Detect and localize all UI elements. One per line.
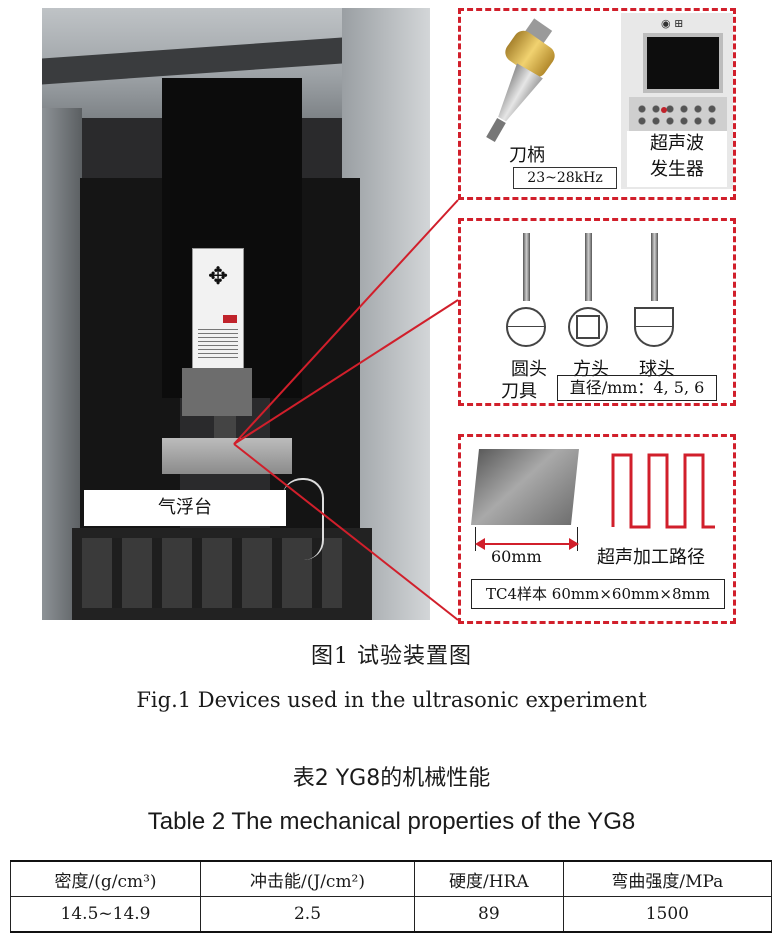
- table-caption-en: Table 2 The mechanical properties of the…: [147, 808, 636, 835]
- figure-caption-cn: 图1 试验装置图: [311, 644, 472, 669]
- ultrasonic-generator-image: ◉ ⊞ 超声波 发生器: [621, 13, 733, 189]
- properties-table: 密度/(g/cm³) 冲击能/(J/cm²) 硬度/HRA 弯曲强度/MPa 1…: [9, 860, 773, 933]
- tool-name: 球头: [639, 359, 675, 380]
- move-arrows-icon: ✥: [207, 262, 229, 290]
- cell-density: 14.5~14.9: [9, 896, 202, 933]
- tools-inset: 圆头 方头 球头 刀具 直径/mm：4, 5, 6: [458, 218, 736, 406]
- tc4-sample-image: [471, 449, 579, 525]
- table-caption-cn: 表2 YG8的机械性能: [292, 766, 491, 791]
- warning-plate: ✥: [192, 248, 244, 370]
- generator-label-line2: 发生器: [650, 159, 704, 180]
- machine-photo: ✥: [42, 8, 430, 620]
- header-density: 密度/(g/cm³): [9, 860, 202, 897]
- sample-inset: 60mm 超声加工路径 TC4样本 60mm×60mm×8mm: [458, 434, 736, 624]
- table-header-row: 密度/(g/cm³) 冲击能/(J/cm²) 硬度/HRA 弯曲强度/MPa: [9, 860, 773, 897]
- cell-hardness: 89: [413, 896, 564, 933]
- tool-label: 刀具: [501, 381, 537, 402]
- tool-name: 方头: [573, 359, 609, 380]
- header-hardness: 硬度/HRA: [413, 860, 564, 897]
- figure-caption-en: Fig.1 Devices used in the ultrasonic exp…: [136, 688, 647, 712]
- machining-path-icon: [611, 453, 715, 529]
- square-head-icon: [568, 307, 608, 347]
- generator-label-line1: 超声波: [650, 133, 704, 154]
- sample-label: TC4样本 60mm×60mm×8mm: [471, 579, 725, 609]
- diameter-label: 直径/mm：4, 5, 6: [557, 375, 717, 401]
- connector-lines: [233, 199, 459, 621]
- dimension-arrow: [475, 538, 579, 550]
- cell-bending-strength: 1500: [562, 896, 773, 933]
- generator-label: 超声波 发生器: [627, 131, 727, 187]
- ball-head-icon: [634, 307, 674, 347]
- cell-impact-energy: 2.5: [200, 896, 415, 933]
- path-label: 超声加工路径: [597, 547, 705, 568]
- tool-holder-label: 刀柄: [509, 145, 545, 166]
- table-row: 14.5~14.9 2.5 89 1500: [9, 896, 773, 933]
- round-head-icon: [506, 307, 546, 347]
- sample-width-label: 60mm: [491, 547, 542, 566]
- air-table-label: 气浮台: [84, 490, 286, 526]
- header-bending-strength: 弯曲强度/MPa: [562, 860, 773, 897]
- header-impact-energy: 冲击能/(J/cm²): [200, 860, 415, 897]
- tool-name: 圆头: [511, 359, 547, 380]
- tool-holder-image: [486, 18, 559, 143]
- frequency-label: 23~28kHz: [513, 167, 617, 189]
- generator-icons: ◉ ⊞: [661, 17, 684, 30]
- generator-screen: [643, 33, 723, 93]
- holder-generator-inset: 刀柄 23~28kHz ◉ ⊞ 超声波 发生器: [458, 8, 736, 200]
